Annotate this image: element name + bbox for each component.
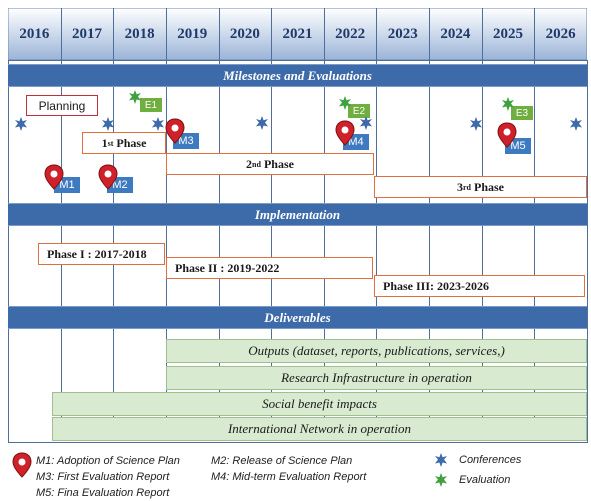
conference-star-icon <box>152 117 164 131</box>
phase-3-word: Phase <box>471 179 504 194</box>
evaluation-star-icon <box>339 96 351 110</box>
diagram-frame <box>8 60 588 443</box>
phase-3-number: 3 <box>457 179 463 194</box>
map-pin-icon <box>497 122 517 148</box>
deliverable-outputs: Outputs (dataset, reports, publications,… <box>166 339 587 363</box>
evaluation-badge-e2: E2 <box>348 104 370 118</box>
legend-m1: M1: Adoption of Science Plan <box>36 455 180 467</box>
year-2024: 2024 <box>440 25 471 42</box>
phase-1-word: Phase <box>113 135 147 150</box>
map-pin-icon <box>98 164 118 190</box>
map-pin-icon <box>335 120 355 146</box>
phase-3-suffix: rd <box>463 182 471 192</box>
year-2026: 2026 <box>545 25 576 42</box>
map-pin-icon <box>44 164 64 190</box>
phase-ii-box: Phase II : 2019-2022 <box>166 257 373 279</box>
conference-star-icon <box>570 117 582 131</box>
phase-2-word: Phase <box>260 156 294 171</box>
phase-1-suffix: st <box>107 138 114 148</box>
legend-m4: M4: Mid-term Evaluation Report <box>211 471 367 483</box>
deliverable-research-infrastructure: Research Infrastructure in operation <box>166 366 587 390</box>
year-2021: 2021 <box>282 25 313 42</box>
year-2020: 2020 <box>229 25 260 42</box>
evaluation-badge-e3: E3 <box>511 106 533 120</box>
map-pin-icon <box>165 118 185 144</box>
legend-evaluation: Evaluation <box>459 474 511 486</box>
evaluation-star-icon <box>502 97 514 111</box>
legend-m5: M5: Fina Evaluation Report <box>36 487 170 499</box>
phase-2-suffix: nd <box>252 159 261 169</box>
year-2019: 2019 <box>177 25 208 42</box>
conference-star-icon <box>256 116 268 130</box>
year-2025: 2025 <box>493 25 524 42</box>
planning-box: Planning <box>26 95 98 116</box>
header-background <box>8 8 587 60</box>
year-2022: 2022 <box>335 25 366 42</box>
map-pin-icon <box>12 452 32 478</box>
legend-conferences: Conferences <box>459 454 522 466</box>
year-2023: 2023 <box>387 25 418 42</box>
conference-star-icon <box>470 117 482 131</box>
phase-i-box: Phase I : 2017-2018 <box>38 243 165 265</box>
conference-star-icon <box>435 453 447 467</box>
legend-m2: M2: Release of Science Plan <box>211 455 353 467</box>
band-implementation: Implementation <box>8 203 587 226</box>
evaluation-star-icon <box>435 473 447 487</box>
year-2016: 2016 <box>19 25 50 42</box>
conference-star-icon <box>15 117 27 131</box>
phase-2-number: 2 <box>246 156 253 171</box>
year-2018: 2018 <box>124 25 155 42</box>
phase-iii-box: Phase III: 2023-2026 <box>374 275 585 297</box>
milestone-badge-m1: M1 <box>54 177 80 193</box>
band-milestones: Milestones and Evaluations <box>8 64 587 87</box>
year-2017: 2017 <box>71 25 102 42</box>
legend-m3: M3: First Evaluation Report <box>36 471 170 483</box>
conference-star-icon <box>102 117 114 131</box>
evaluation-star-icon <box>129 90 141 104</box>
deliverable-international-network: International Network in operation <box>52 417 587 441</box>
deliverable-social-benefit: Social benefit impacts <box>52 392 587 416</box>
conference-star-icon <box>360 116 372 130</box>
phase-1-number: 1 <box>101 135 108 150</box>
evaluation-badge-e1: E1 <box>140 98 162 112</box>
band-deliverables: Deliverables <box>8 306 587 329</box>
